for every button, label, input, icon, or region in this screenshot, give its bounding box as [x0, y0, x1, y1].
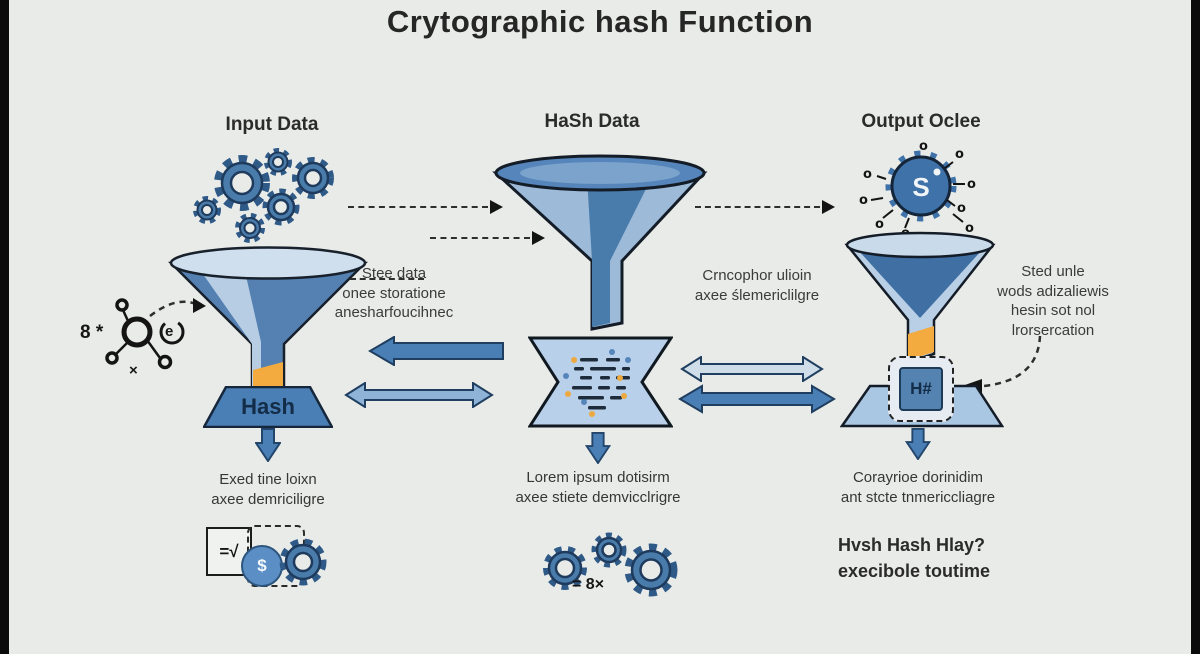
- footer-line: execibole toutime: [838, 561, 991, 582]
- hash-chip-label: H#: [910, 379, 932, 398]
- output-funnel-icon: [844, 231, 996, 364]
- header-hash-data: HaSh Data: [544, 111, 640, 132]
- note-left-of-center: Stee data onee storatione anesharfoucihn…: [314, 264, 474, 323]
- dashed-connector: [350, 278, 424, 280]
- header-output-code: Output Oclee: [861, 111, 981, 132]
- gears-formula-icon: [543, 532, 678, 597]
- svg-text:o: o: [965, 221, 974, 236]
- molecule-icon: [105, 298, 185, 370]
- gear-formula-label: = 8×: [572, 576, 605, 593]
- down-arrow-icon: [585, 432, 611, 464]
- dashed-arrow: [348, 206, 488, 208]
- dashed-arrow: [430, 237, 530, 239]
- sphere-label: S: [912, 172, 929, 202]
- hash-caption: Lorem ipsum dotisirm axee stiete demvicc…: [478, 468, 718, 509]
- input-caption: Exed tine loixn axee demriciligre: [148, 470, 388, 511]
- svg-text:o: o: [955, 147, 964, 162]
- note-line: axee ślemericlilgre: [694, 286, 820, 304]
- caption-line: Lorem ipsum dotisirm: [526, 469, 670, 486]
- molecule-e-label: e: [165, 323, 174, 340]
- gears-icon: [193, 148, 334, 243]
- svg-text:o: o: [967, 177, 976, 192]
- down-arrow-icon: [255, 428, 281, 462]
- coin-label: $: [257, 556, 267, 575]
- note-line: hesin sot nol: [1010, 302, 1096, 319]
- caption-line: axee demriciligre: [211, 491, 325, 509]
- output-caption: Corayrioe dorinidim ant stcte tnmericcli…: [798, 468, 1038, 509]
- hash-block: Hash: [203, 386, 333, 428]
- input-funnel-icon: [168, 246, 368, 400]
- svg-text:o: o: [875, 217, 884, 232]
- molecule-label: 8 *: [80, 322, 104, 343]
- down-arrow-icon: [905, 428, 931, 460]
- svg-text:o: o: [919, 139, 928, 154]
- dashed-arrowhead-icon: [532, 231, 545, 245]
- hash-block-label: Hash: [241, 394, 295, 419]
- note-line: Stee data: [361, 265, 427, 282]
- equation-label: =√: [219, 541, 239, 561]
- note-line: Sted unle: [1021, 263, 1085, 280]
- note-right-of-center: Crncophor ulioin axee ślemericlilgre: [662, 266, 852, 305]
- equation-box-icon: =√: [206, 527, 252, 576]
- right-edge-bar: [1191, 0, 1200, 654]
- svg-text:o: o: [957, 201, 966, 216]
- output-footer: Hvsh Hash Hlay? execibole toutime: [838, 532, 1118, 584]
- double-arrow-icon: [678, 384, 836, 414]
- caption-line: Exed tine loixn: [219, 471, 317, 488]
- page-title: Crytographic hash Function: [386, 4, 814, 39]
- note-line: wods adizaliewis: [997, 282, 1109, 300]
- note-far-right: Sted unle wods adizaliewis hesin sot nol…: [968, 262, 1138, 340]
- svg-text:o: o: [863, 167, 872, 182]
- note-line: onee storatione: [342, 284, 446, 302]
- hash-chip: H#: [899, 367, 943, 411]
- caption-line: Corayrioe dorinidim: [852, 469, 984, 486]
- double-arrow-icon: [680, 356, 824, 382]
- solid-left-arrow-icon: [368, 336, 504, 366]
- circuit-block-icon: [528, 336, 673, 428]
- gear-icon: [279, 538, 327, 586]
- header-input-data: Input Data: [225, 114, 319, 135]
- note-line: lrorsercation: [1011, 321, 1095, 339]
- dashed-arrow: [695, 206, 820, 208]
- molecule-times-label: ×: [129, 362, 138, 379]
- hash-funnel-icon: [492, 154, 708, 331]
- dashed-connector-molecule: [149, 298, 206, 317]
- caption-line: axee stiete demvicclrigre: [515, 489, 681, 507]
- hash-sphere-icon: S ooo ooo ooo: [859, 139, 976, 238]
- dashed-arrowhead-icon: [490, 200, 503, 214]
- note-line: Crncophor ulioin: [702, 267, 812, 284]
- note-line: anesharfoucihnec: [334, 304, 454, 321]
- left-edge-bar: [0, 0, 9, 654]
- dashed-arrowhead-icon: [822, 200, 835, 214]
- caption-line: ant stcte tnmericcliagre: [840, 489, 996, 507]
- double-arrow-icon: [344, 382, 494, 408]
- footer-line: Hvsh Hash Hlay?: [838, 535, 986, 555]
- svg-text:o: o: [859, 193, 868, 208]
